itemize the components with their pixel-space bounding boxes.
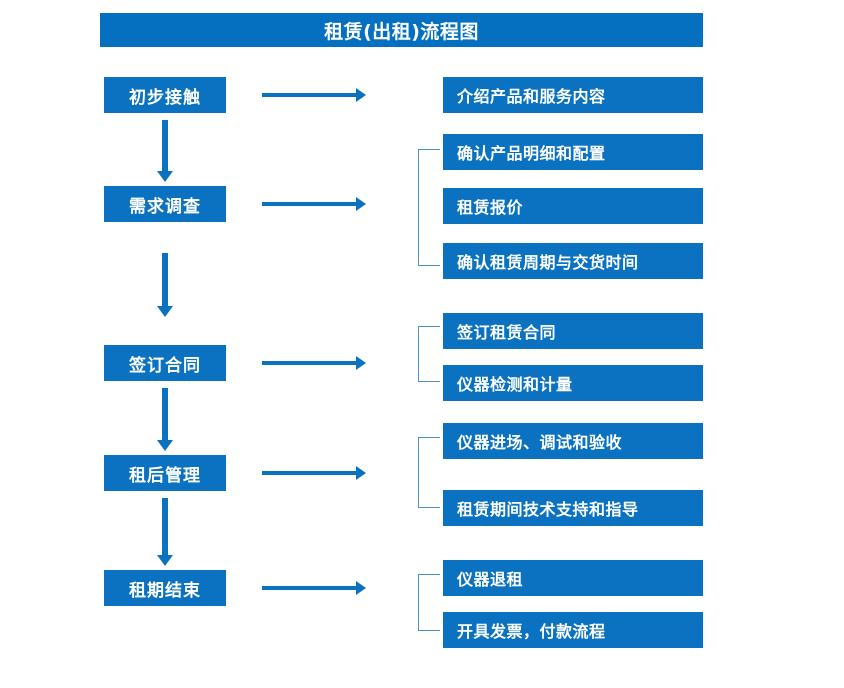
horizontal-arrow-4 <box>262 466 366 480</box>
horizontal-arrow-3 <box>262 356 366 370</box>
bracket-connector-3 <box>418 437 440 508</box>
detail-box-2[interactable]: 确认产品明细和配置 <box>443 134 703 170</box>
vertical-arrow-3 <box>157 388 173 451</box>
vertical-arrow-4 <box>157 498 173 566</box>
detail-box-3[interactable]: 租赁报价 <box>443 188 703 224</box>
detail-box-6[interactable]: 仪器检测和计量 <box>443 365 703 401</box>
stage-box-1[interactable]: 初步接触 <box>104 77 226 113</box>
horizontal-arrow-5 <box>262 581 366 595</box>
bracket-connector-2 <box>418 326 440 382</box>
bracket-connector-4 <box>418 574 440 631</box>
horizontal-arrow-1 <box>262 88 366 102</box>
detail-box-4[interactable]: 确认租赁周期与交货时间 <box>443 243 703 279</box>
stage-box-3[interactable]: 签订合同 <box>104 345 226 381</box>
detail-box-1[interactable]: 介绍产品和服务内容 <box>443 77 703 113</box>
horizontal-arrow-2 <box>262 197 366 211</box>
diagram-title: 租赁(出租)流程图 <box>100 13 703 47</box>
detail-box-9[interactable]: 仪器退租 <box>443 560 703 596</box>
detail-box-5[interactable]: 签订租赁合同 <box>443 313 703 349</box>
stage-box-4[interactable]: 租后管理 <box>104 455 226 491</box>
detail-box-8[interactable]: 租赁期间技术支持和指导 <box>443 490 703 526</box>
stage-box-2[interactable]: 需求调查 <box>104 186 226 222</box>
vertical-arrow-2 <box>157 253 173 317</box>
stage-box-5[interactable]: 租期结束 <box>104 570 226 606</box>
detail-box-10[interactable]: 开具发票，付款流程 <box>443 612 703 648</box>
bracket-connector-1 <box>418 149 440 266</box>
detail-box-7[interactable]: 仪器进场、调试和验收 <box>443 423 703 459</box>
vertical-arrow-1 <box>157 120 173 182</box>
